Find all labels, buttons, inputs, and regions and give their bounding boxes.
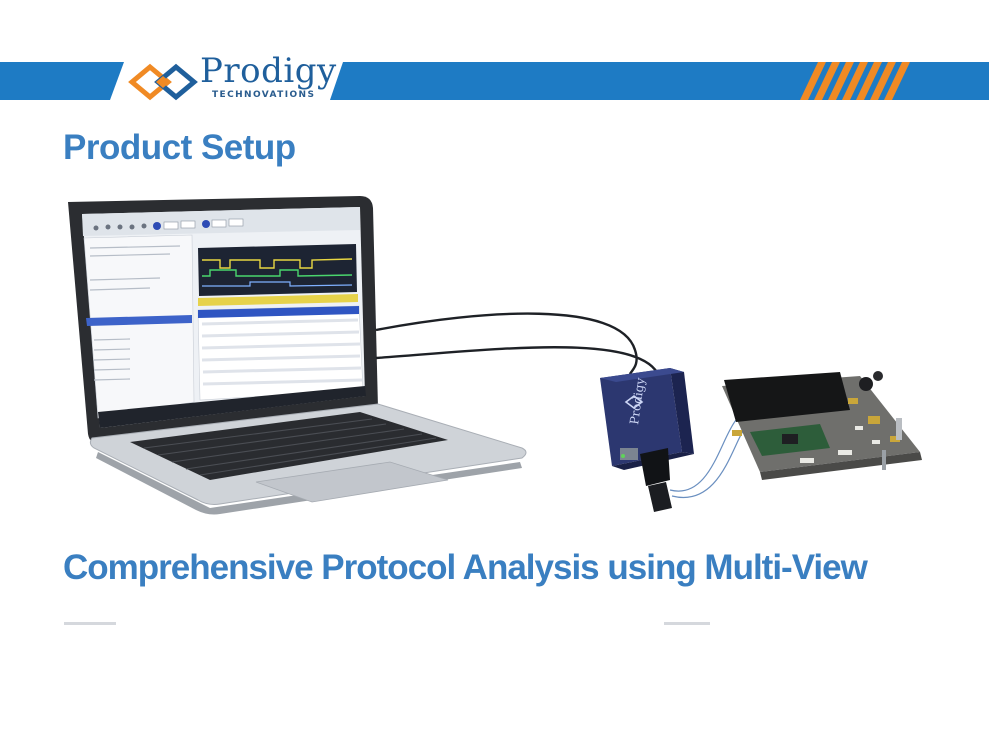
laptop-icon	[68, 196, 527, 515]
header-banner: Prodigy TECHNOVATIONS	[0, 0, 989, 110]
brand-tagline: TECHNOVATIONS	[212, 90, 316, 100]
banner-stripes	[0, 62, 989, 101]
usb-cables	[375, 312, 662, 381]
slide-title: Product Setup	[63, 128, 296, 167]
product-setup-illustration: Prodigy	[68, 196, 922, 515]
prodigy-logo-icon	[128, 63, 198, 101]
target-board-icon	[722, 371, 922, 480]
slide-subtitle: Comprehensive Protocol Analysis using Mu…	[63, 548, 868, 587]
analyzer-label: Prodigy	[627, 377, 647, 426]
protocol-analyzer-icon: Prodigy	[600, 368, 694, 512]
brand-name: Prodigy	[200, 51, 337, 91]
cutoff-text-fragment	[664, 622, 710, 625]
cutoff-text-fragment	[64, 622, 116, 625]
